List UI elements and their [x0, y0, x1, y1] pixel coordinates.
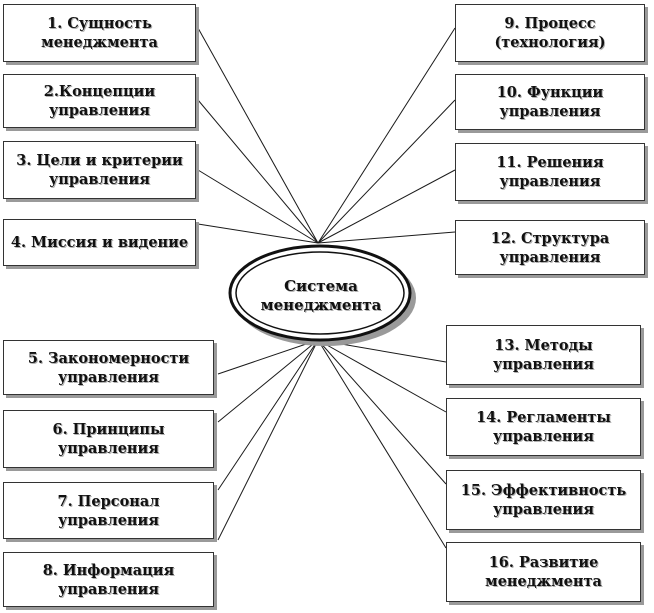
node-n8: 8. Информация управления: [3, 552, 214, 607]
node-n5: 5. Закономерности управления: [3, 340, 214, 395]
node-n3: 3. Цели и критерии управления: [3, 141, 196, 199]
connector-center-n10: [317, 99, 456, 244]
connector-center-n2: [197, 99, 319, 244]
node-n4: 4. Миссия и видение: [3, 219, 196, 266]
center-node-ellipse: [228, 244, 412, 342]
node-n11: 11. Решения управления: [455, 143, 645, 201]
connector-center-n15: [317, 339, 447, 485]
connector-center-n16: [317, 339, 447, 549]
connector-center-n4: [197, 223, 319, 244]
node-n16: 16. Развитие менеджмента: [446, 542, 641, 602]
connector-center-n12: [317, 231, 456, 244]
connector-center-n9: [317, 27, 456, 244]
node-n1: 1. Сущность менеджмента: [3, 4, 196, 62]
node-n12: 12. Структура управления: [455, 220, 645, 275]
node-n13: 13. Методы управления: [446, 325, 641, 385]
node-n6: 6. Принципы управления: [3, 410, 214, 468]
node-n2: 2.Концепции управления: [3, 74, 196, 128]
center-node-inner-ring: [235, 251, 405, 335]
connector-center-n7: [217, 339, 319, 491]
node-n7: 7. Персонал управления: [3, 482, 214, 539]
connector-center-n14: [317, 339, 447, 413]
node-n15: 15. Эффективность управления: [446, 470, 641, 530]
connector-center-n11: [317, 169, 456, 244]
connector-center-n1: [197, 27, 319, 244]
connector-center-n6: [217, 339, 319, 423]
connector-center-n8: [217, 339, 319, 541]
connector-center-n3: [197, 169, 319, 244]
node-n14: 14. Регламенты управления: [446, 398, 641, 456]
node-n9: 9. Процесс (технология): [455, 4, 645, 62]
center-node-label: Система менеджмента: [260, 277, 382, 314]
connector-center-n5: [217, 339, 319, 375]
node-n10: 10. Функции управления: [455, 74, 645, 130]
